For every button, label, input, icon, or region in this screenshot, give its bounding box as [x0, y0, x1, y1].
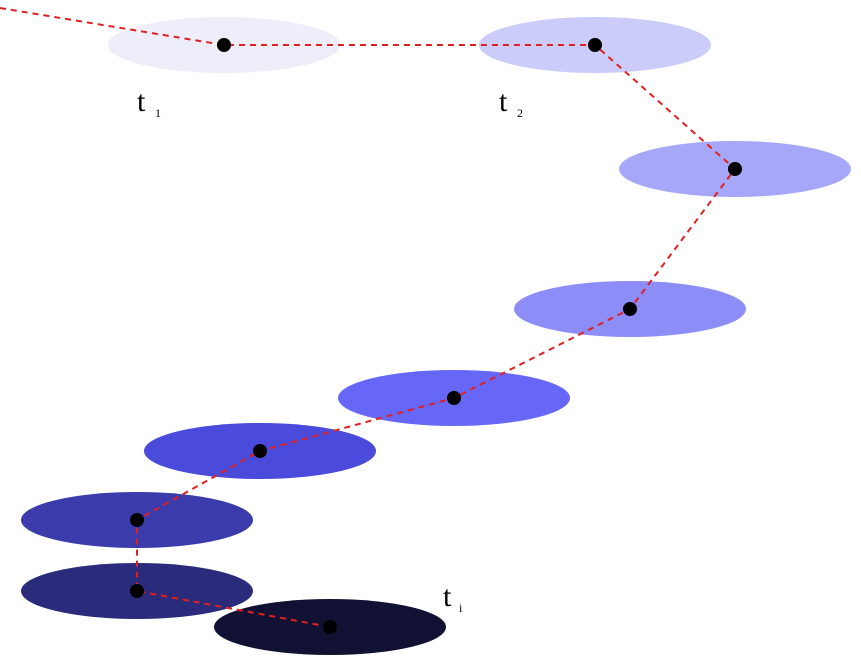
label-t1-main: t	[137, 85, 146, 118]
point-2	[588, 38, 602, 52]
point-6	[253, 444, 267, 458]
label-ti-sub: i	[459, 601, 463, 615]
point-9	[323, 620, 337, 634]
point-1	[217, 38, 231, 52]
label-t1: t 1	[137, 85, 161, 120]
point-5	[447, 391, 461, 405]
label-t1-sub: 1	[155, 106, 161, 120]
label-t2-sub: 2	[517, 106, 523, 120]
point-4	[623, 302, 637, 316]
point-8	[130, 584, 144, 598]
label-t2-main: t	[499, 85, 508, 118]
trajectory-path	[0, 7, 737, 628]
point-7	[130, 513, 144, 527]
label-ti-main: t	[443, 580, 452, 613]
label-t2: t 2	[499, 85, 523, 120]
label-ti: t i	[443, 580, 463, 615]
point-3	[728, 162, 742, 176]
